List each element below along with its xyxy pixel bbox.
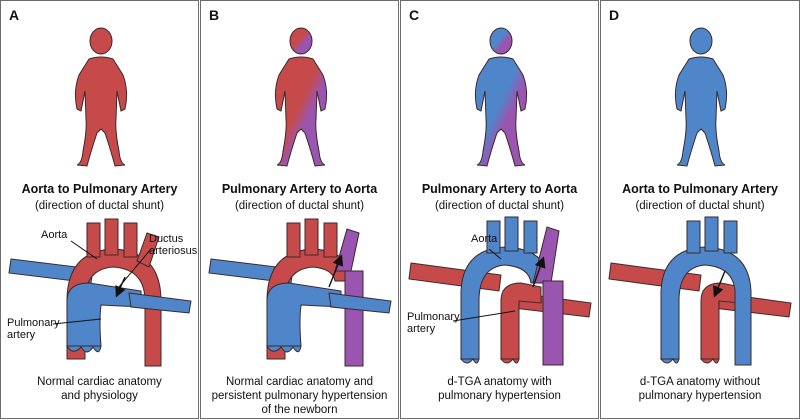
panel-a: A: [0, 0, 199, 419]
heart-diagram: [408, 216, 592, 366]
heart-diagram: [608, 216, 792, 366]
panel-b-illustration: [208, 27, 392, 367]
panel-letter: C: [409, 7, 420, 23]
infant-figure: [674, 27, 728, 167]
aorta-leader: [488, 248, 502, 260]
panel-caption: Normal cardiac anatomy and physiology: [37, 376, 162, 402]
panel-title: Pulmonary Artery to Aorta: [421, 182, 578, 196]
pulmonary-leader: [52, 318, 102, 325]
panel-subtitle: (direction of ductal shunt): [635, 200, 765, 212]
panel-letter: B: [209, 7, 220, 23]
panel-subtitle: (direction of ductal shunt): [434, 200, 565, 212]
pulmonary-label: Pulmonary artery: [7, 317, 60, 341]
ductus-leader: [118, 248, 152, 288]
panel-b: B: [200, 0, 399, 419]
panel-c-illustration: [408, 27, 592, 366]
shunt-arrow: [532, 256, 546, 288]
pulmonary-leader: [452, 310, 516, 322]
panel-d-illustration: [608, 27, 792, 366]
shunt-arrow: [115, 276, 126, 298]
panel-letter: A: [9, 7, 20, 23]
aorta-label: Aorta: [471, 233, 498, 245]
panel-c: C: [400, 0, 599, 419]
panel-caption: d-TGA anatomy without pulmonary hyperten…: [638, 376, 762, 402]
panel-subtitle: (direction of ductal shunt): [234, 200, 365, 212]
panel-title: Aorta to Pulmonary Artery: [622, 182, 778, 196]
panel-letter: D: [609, 7, 620, 23]
aorta-leader: [70, 240, 98, 260]
panel-caption: d-TGA anatomy with pulmonary hypertensio…: [438, 376, 561, 402]
panel-subtitle: (direction of ductal shunt): [34, 200, 165, 212]
panel-d: D Aorta t: [600, 0, 800, 419]
panel-a-illustration: [8, 27, 192, 367]
shunt-arrow: [713, 270, 726, 298]
infant-figure: [474, 27, 528, 167]
panel-caption: Normal cardiac anatomy and persistent pu…: [211, 376, 388, 416]
panel-title: Aorta to Pulmonary Artery: [21, 182, 178, 196]
pulmonary-label: Pulmonary artery: [407, 311, 460, 335]
heart-diagram: [8, 218, 192, 367]
infant-figure: [74, 27, 128, 167]
ductus-label: Ductus arteriosus: [149, 233, 198, 257]
shunt-arrow: [328, 254, 344, 288]
heart-diagram: [208, 218, 392, 367]
infant-figure: [274, 27, 328, 167]
aorta-label: Aorta: [41, 229, 68, 241]
panel-title: Pulmonary Artery to Aorta: [221, 182, 378, 196]
